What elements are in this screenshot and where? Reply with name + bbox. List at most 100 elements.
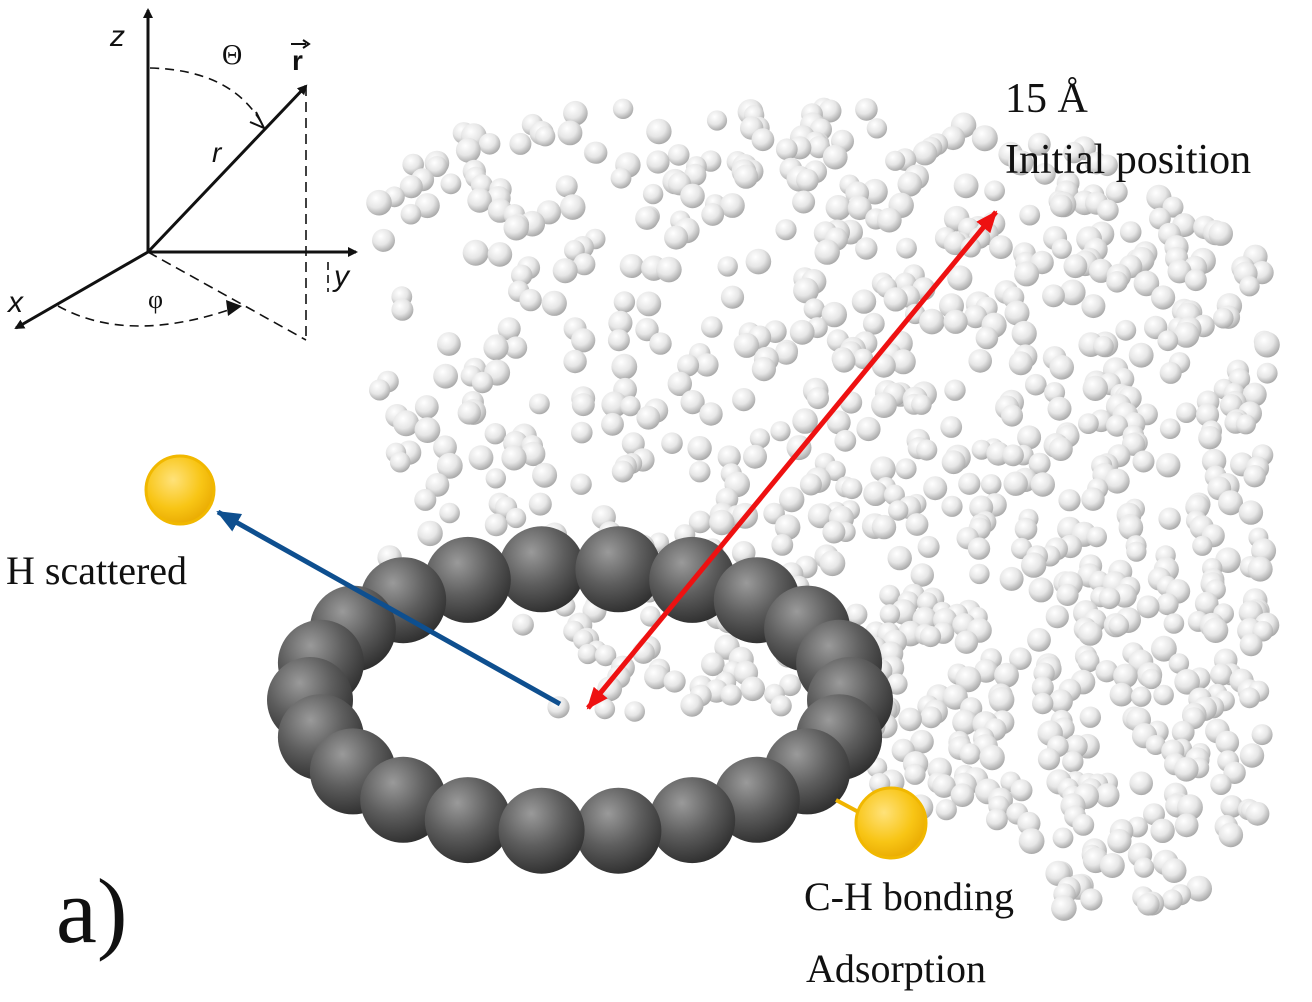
cloud-atom <box>529 393 550 415</box>
cloud-atom <box>646 118 672 145</box>
cloud-atom <box>521 441 546 467</box>
cloud-atom <box>770 421 791 442</box>
cloud-atom <box>825 195 851 221</box>
radius-label: r <box>212 137 223 168</box>
cloud-atom <box>855 98 878 121</box>
cloud-atom <box>1133 270 1160 297</box>
cloud-atom <box>751 357 777 382</box>
carbon-atom <box>424 536 511 623</box>
cloud-atom <box>646 150 670 174</box>
cloud-atom <box>935 799 957 821</box>
cloud-atom <box>1198 426 1222 450</box>
cloud-atom <box>400 203 422 225</box>
cloud-atom <box>1238 500 1264 525</box>
scatter-arrow <box>216 509 562 707</box>
cloud-atom <box>953 173 979 199</box>
cloud-atom <box>1239 687 1260 709</box>
cloud-atom <box>1058 489 1081 512</box>
cloud-atom <box>440 173 462 195</box>
cloud-atom <box>559 194 586 220</box>
cloud-atom <box>851 289 877 314</box>
cloud-atom <box>399 175 423 199</box>
cloud-atom <box>414 488 437 511</box>
cloud-atom <box>391 298 414 321</box>
cloud-atom <box>1192 535 1213 556</box>
cloud-atom <box>433 363 458 389</box>
cloud-atom <box>896 237 917 259</box>
cloud-atom <box>1106 271 1128 293</box>
cloud-atom <box>1115 319 1137 341</box>
cloud-atom <box>1002 444 1024 467</box>
cloud-atom <box>1019 204 1041 226</box>
cloud-atom <box>919 625 942 648</box>
cloud-atom <box>1141 668 1162 690</box>
cloud-atom <box>717 256 738 277</box>
cloud-atom <box>1078 621 1103 646</box>
cloud-atom <box>822 520 846 544</box>
cloud-atom <box>1004 300 1030 326</box>
cloud-atom <box>1174 813 1199 838</box>
cloud-atom <box>799 473 822 496</box>
cloud-atom <box>1157 330 1179 352</box>
cloud-atom <box>1118 515 1144 540</box>
cloud-atom <box>841 478 863 500</box>
cloud-atom <box>1010 779 1033 802</box>
cloud-atom <box>871 392 897 418</box>
cloud-atom <box>1030 472 1056 497</box>
cloud-atom <box>1251 724 1273 746</box>
cloud-atom <box>585 141 608 164</box>
cloud-atom <box>1168 653 1190 674</box>
cloud-atom <box>532 462 558 488</box>
cloud-atom <box>1078 413 1099 434</box>
cloud-atom <box>1151 285 1176 310</box>
cloud-atom <box>1104 468 1130 494</box>
cloud-atom <box>1186 875 1212 902</box>
phi-arc <box>57 305 241 327</box>
cloud-atom <box>911 394 932 415</box>
cloud-atom <box>1220 795 1244 818</box>
cloud-atom <box>969 563 990 585</box>
cloud-atom <box>1174 669 1200 695</box>
cloud-atom <box>687 436 712 461</box>
cloud-atom <box>1018 828 1045 854</box>
cloud-atom <box>509 132 532 155</box>
cloud-atom <box>988 687 1015 713</box>
cloud-atom <box>1239 743 1265 768</box>
cloud-atom <box>1202 617 1229 643</box>
cloud-atom <box>1001 404 1023 427</box>
cloud-atom <box>1137 893 1160 916</box>
cloud-atom <box>1151 635 1177 662</box>
cloud-atom <box>916 439 938 461</box>
cloud-atom <box>822 144 848 170</box>
cloud-atom <box>751 128 775 152</box>
cloud-atom <box>1037 748 1061 771</box>
cloud-atom <box>393 410 420 437</box>
cloud-atom <box>478 133 501 155</box>
cloud-atom <box>866 118 888 139</box>
cloud-atom <box>706 110 728 131</box>
cloud-atom <box>994 662 1019 688</box>
carbon-atom <box>498 787 585 874</box>
cloud-atom <box>563 349 587 374</box>
cloud-atom <box>1034 162 1056 185</box>
cloud-atom <box>1079 706 1102 728</box>
cloud-atom <box>1017 425 1042 450</box>
cloud-atom <box>612 98 634 120</box>
cloud-atom <box>919 308 945 335</box>
cloud-atom <box>1051 238 1072 259</box>
cloud-atom <box>1042 284 1065 308</box>
cloud-atom <box>1158 507 1181 530</box>
cloud-atom <box>898 707 922 732</box>
cloud-atom <box>1081 294 1106 319</box>
h-scattered-label: H scattered <box>6 548 187 593</box>
cloud-atom <box>770 695 792 717</box>
cloud-atom <box>1245 801 1270 826</box>
cloud-atom <box>819 550 846 577</box>
cloud-atom <box>1011 320 1037 347</box>
cloud-atom <box>1176 402 1197 424</box>
cloud-atom <box>950 783 975 807</box>
cloud-atom <box>1045 605 1069 629</box>
cloud-atom <box>417 520 443 547</box>
cloud-atom <box>649 332 672 355</box>
